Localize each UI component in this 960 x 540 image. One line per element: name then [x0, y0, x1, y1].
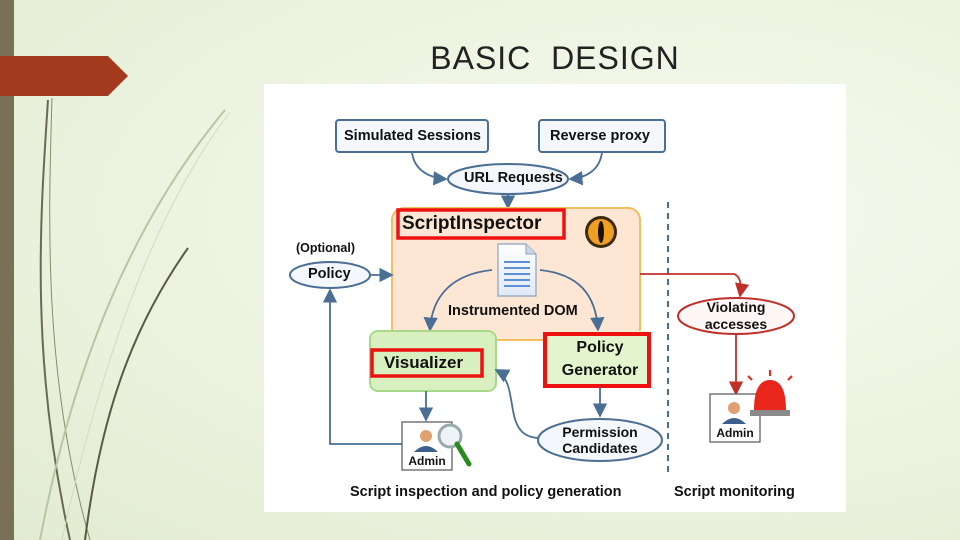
admin-icon-monitoring	[709, 393, 761, 443]
candidates-label: Candidates	[562, 440, 638, 456]
policy-generator-label-2: Generator	[561, 362, 639, 379]
simulated-sessions-label: Simulated Sessions	[344, 128, 481, 144]
violating-label: Violating	[706, 299, 766, 315]
design-figure: Simulated Sessions Reverse proxy URL Req…	[264, 84, 846, 512]
permission-candidates-ellipse	[537, 418, 663, 462]
script-inspector-label: ScriptInspector	[402, 213, 542, 234]
visualizer-highlight	[370, 348, 484, 378]
admin-left-label: Admin	[408, 454, 446, 468]
alarm-light-icon	[747, 370, 793, 416]
left-accent-bar	[0, 0, 14, 540]
eye-icon	[585, 216, 617, 248]
visualizer-label: Visualizer	[384, 353, 464, 372]
permission-label: Permission	[562, 424, 638, 440]
policy-generator-label-1: Policy	[576, 339, 624, 356]
admin-right-label: Admin	[716, 426, 754, 440]
decorative-swooshes	[39, 97, 231, 540]
policy-generator-highlight	[543, 332, 651, 388]
footer-left-caption: Script inspection and policy generation	[350, 484, 622, 500]
url-requests-label: URL Requests	[464, 170, 563, 186]
title-arrow-tab	[0, 56, 128, 96]
policy-label: Policy	[308, 266, 351, 282]
accesses-label: accesses	[704, 316, 768, 332]
document-icon	[497, 243, 537, 297]
footer-right-caption: Script monitoring	[674, 484, 795, 500]
magnifier-icon	[437, 423, 472, 467]
policy-generator-box	[545, 331, 649, 387]
optional-label: (Optional)	[296, 241, 356, 255]
instrumented-dom-label: Instrumented DOM	[448, 303, 578, 319]
slide-title: BASIC DESIGN	[430, 40, 680, 76]
script-inspector-highlight	[396, 208, 566, 240]
reverse-proxy-label: Reverse proxy	[550, 128, 650, 144]
